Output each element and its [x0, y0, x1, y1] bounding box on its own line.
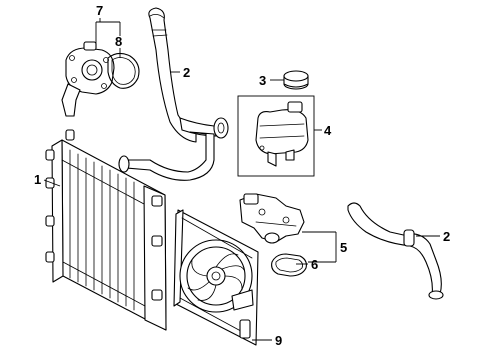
callout-9: 9 — [275, 333, 282, 348]
callout-2-upper-hose: 2 — [183, 65, 190, 80]
callout-6: 6 — [311, 257, 318, 272]
cooling-fan-assembly — [173, 209, 259, 346]
callout-4: 4 — [324, 123, 332, 138]
thermostat-housing — [239, 193, 305, 244]
radiator — [45, 129, 167, 331]
callout-2-lower-hose: 2 — [443, 229, 450, 244]
expansion-tank-box — [237, 95, 315, 177]
callout-7: 7 — [96, 3, 103, 18]
callout-5: 5 — [340, 240, 347, 255]
leader-lines — [43, 18, 440, 341]
reservoir-cap — [283, 70, 309, 90]
thermostat-gasket — [271, 253, 307, 277]
callout-labels: 7 8 2 3 4 1 5 6 2 9 — [34, 3, 450, 348]
callout-8: 8 — [115, 34, 122, 49]
water-pump — [61, 41, 115, 117]
lower-radiator-hose — [347, 202, 444, 300]
callout-3: 3 — [259, 73, 266, 88]
upper-radiator-hose — [118, 7, 229, 181]
callout-1: 1 — [34, 172, 41, 187]
expansion-tank — [255, 101, 309, 167]
water-pump-gasket — [107, 52, 140, 89]
